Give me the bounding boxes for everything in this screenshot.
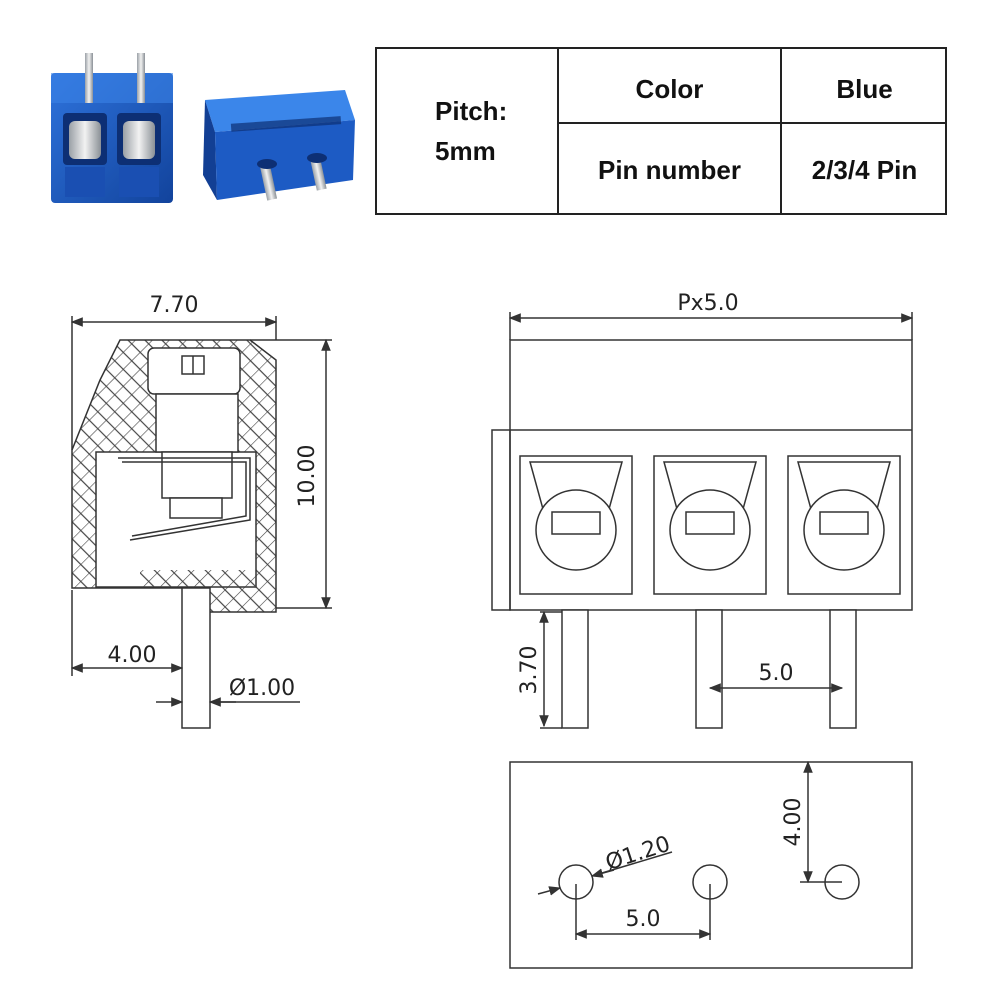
pitch-value: 5mm — [435, 136, 496, 166]
dim-pin-offset: 4.00 — [108, 643, 157, 668]
dim-hole-offset: 4.00 — [781, 798, 806, 847]
terminal-2 — [653, 455, 767, 595]
terminal-3 — [787, 455, 901, 595]
pin-number-value: 2/3/4 Pin — [811, 154, 918, 185]
dim-pin-spacing: 5.0 — [759, 661, 794, 686]
color-label: Color — [635, 73, 704, 104]
dim-height: 10.00 — [295, 445, 320, 508]
product-photo-angle — [203, 90, 355, 201]
front-view — [491, 312, 914, 729]
color-value: Blue — [836, 73, 893, 104]
dim-pin-length: 3.70 — [517, 646, 542, 695]
pin-number-label: Pin number — [597, 154, 741, 185]
side-view — [70, 316, 332, 729]
product-photo-top — [51, 53, 173, 203]
dim-pin-diameter: Ø1.00 — [229, 676, 295, 701]
dim-hole-spacing: 5.0 — [626, 907, 661, 932]
dim-width: 7.70 — [150, 293, 199, 318]
dim-hole-diameter: Ø1.20 — [603, 832, 674, 876]
terminal-1 — [519, 455, 633, 595]
dim-pitch: Px5.0 — [677, 291, 738, 316]
spec-table: Pitch: 5mm Color Blue Pin number 2/3/4 P… — [375, 47, 947, 215]
pitch-cell: Pitch: 5mm — [377, 49, 559, 213]
pitch-label: Pitch: — [435, 96, 508, 126]
footprint-view — [509, 760, 913, 969]
